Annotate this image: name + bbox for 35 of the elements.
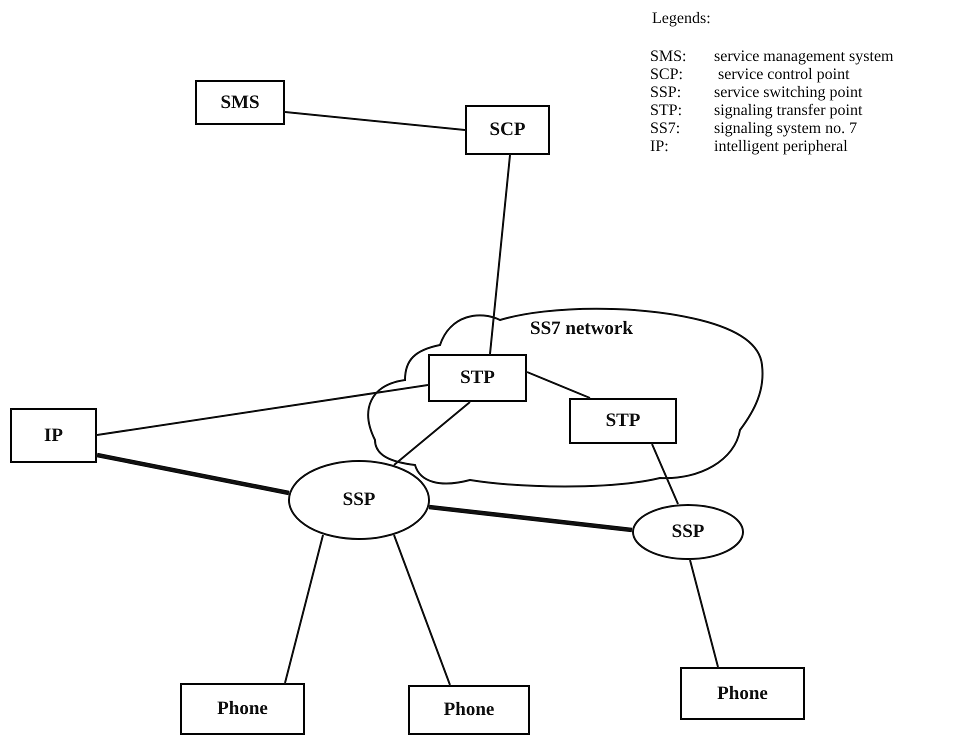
abbreviation: SMS: bbox=[650, 48, 686, 66]
abbreviation-definition: signaling transfer point bbox=[714, 102, 862, 120]
sms-box: SMS bbox=[195, 80, 285, 125]
abbreviation-definition: service control point bbox=[718, 66, 850, 84]
legend-heading: Legends: bbox=[652, 10, 711, 28]
abbreviation-definition: service management system bbox=[714, 48, 894, 66]
abbreviation: SSP: bbox=[650, 84, 682, 102]
abbreviation-definition: service switching point bbox=[714, 84, 862, 102]
phone-box: Phone bbox=[180, 683, 305, 735]
stp-box: STP bbox=[428, 354, 527, 402]
abbreviation: SS7: bbox=[650, 120, 680, 138]
scp-box: SCP bbox=[465, 105, 550, 155]
connector-line bbox=[651, 444, 679, 504]
stp-box: STP bbox=[569, 398, 677, 444]
connector-line bbox=[393, 534, 451, 686]
phone-box: Phone bbox=[408, 685, 530, 735]
abbreviation-definition: signaling system no. 7 bbox=[714, 120, 858, 138]
ssp-ellipse: SSP bbox=[288, 460, 430, 540]
abbreviation-definition: intelligent peripheral bbox=[714, 138, 848, 156]
abbreviation: IP: bbox=[650, 138, 669, 156]
connector-line bbox=[393, 401, 471, 466]
ssp-ellipse: SSP bbox=[632, 504, 744, 560]
abbreviation: STP: bbox=[650, 102, 682, 120]
phone-box: Phone bbox=[680, 667, 805, 720]
connector-line bbox=[428, 504, 632, 532]
connector-line bbox=[526, 371, 590, 399]
connector-line bbox=[689, 560, 719, 668]
connector-line bbox=[284, 111, 466, 131]
connector-line bbox=[96, 384, 428, 436]
node-label: SS7 network bbox=[530, 318, 633, 340]
connector-line bbox=[96, 452, 290, 496]
connector-line bbox=[489, 154, 511, 354]
abbreviation: SCP: bbox=[650, 66, 683, 84]
ip-box: IP bbox=[10, 408, 97, 463]
connector-line bbox=[284, 534, 324, 684]
